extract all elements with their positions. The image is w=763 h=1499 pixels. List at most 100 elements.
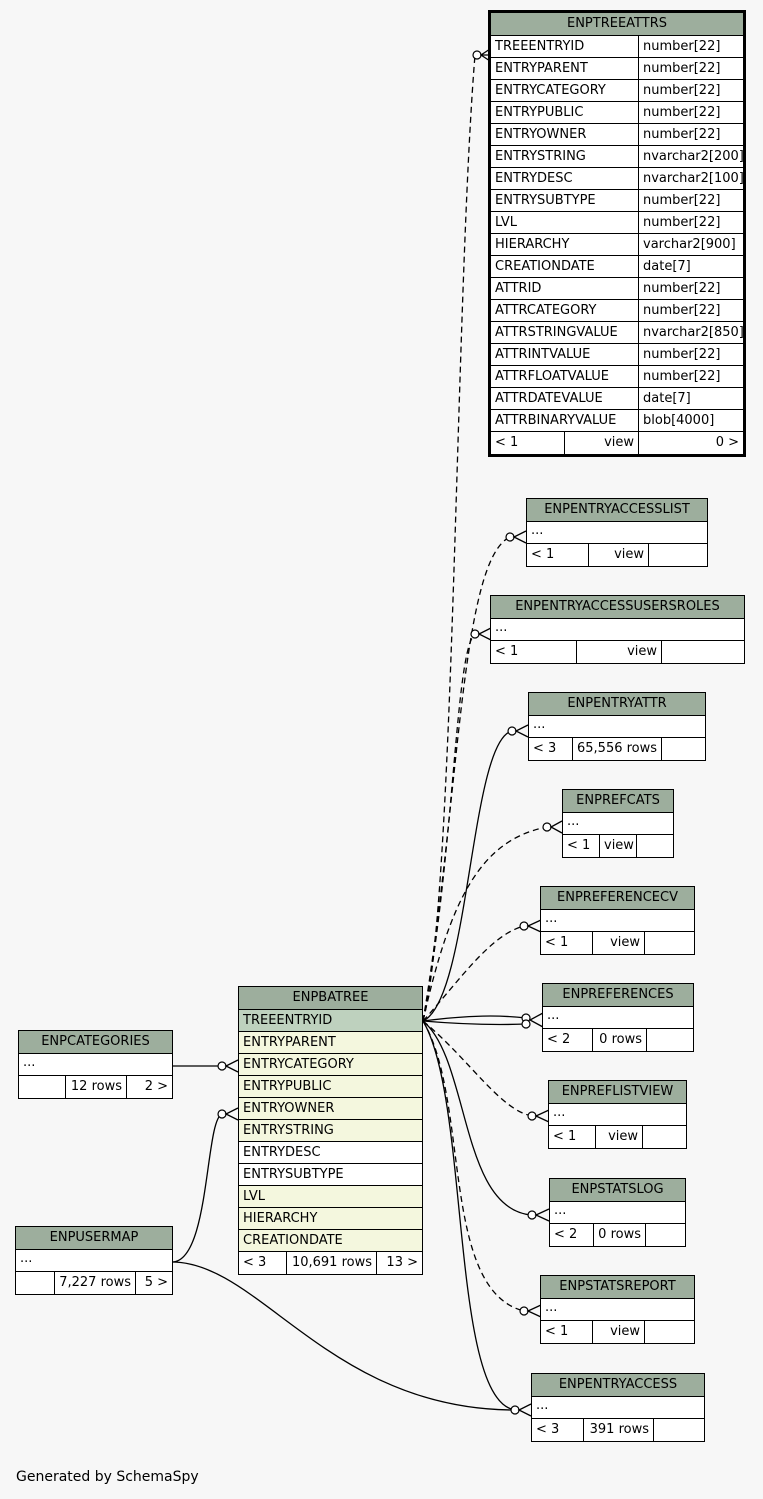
column-row: ENTRYCATEGORY	[239, 1054, 422, 1076]
table-footer: < 1 view	[563, 835, 673, 857]
parents-count[interactable]: < 1	[541, 1321, 593, 1343]
table-enpentryaccess[interactable]: ENPENTRYACCESS ... < 3 391 rows	[531, 1373, 705, 1442]
table-footer: < 1 view	[549, 1126, 686, 1148]
row-count: 0 rows	[593, 1029, 647, 1051]
table-enpcategories[interactable]: ENPCATEGORIES ... 12 rows 2 >	[18, 1030, 173, 1099]
column-type: blob[4000]	[643, 413, 715, 428]
children-count[interactable]: 2 >	[144, 1079, 168, 1094]
table-enpentryaccesslist[interactable]: ENPENTRYACCESSLIST ... < 1 view	[526, 498, 708, 567]
parents-count[interactable]: < 2	[543, 1029, 593, 1051]
parents-count[interactable]: < 2	[550, 1224, 594, 1246]
relation-enpreferences-1	[422, 1015, 527, 1022]
parents-count[interactable]: < 1	[527, 544, 589, 566]
table-title[interactable]: ENPENTRYACCESS	[532, 1374, 704, 1397]
table-title[interactable]: ENPREFCATS	[563, 790, 673, 813]
children-count[interactable]: 0 >	[715, 435, 739, 450]
table-enpusermap[interactable]: ENPUSERMAP ... 7,227 rows 5 >	[15, 1226, 173, 1295]
column-type: date[7]	[643, 391, 691, 406]
row-count: 65,556 rows	[573, 738, 662, 760]
table-enpreferencecv[interactable]: ENPREFERENCECV ... < 1 view	[540, 886, 695, 955]
table-title[interactable]: ENPENTRYATTR	[529, 693, 705, 716]
column-name: ENTRYSTRING	[243, 1123, 334, 1138]
generated-by-credit: Generated by SchemaSpy	[16, 1469, 199, 1485]
columns-collapsed: ...	[541, 1299, 694, 1321]
children-count[interactable]: 5 >	[144, 1275, 168, 1290]
relation-enpreferencecv	[422, 925, 525, 1022]
children-count	[649, 544, 707, 566]
column-name: ENTRYPARENT	[243, 1035, 336, 1050]
children-count[interactable]: 13 >	[386, 1255, 418, 1270]
children-count	[646, 1224, 685, 1246]
table-enpstatsreport[interactable]: ENPSTATSREPORT ... < 1 view	[540, 1275, 695, 1344]
columns-collapsed: ...	[19, 1054, 172, 1076]
parents-count[interactable]: < 1	[491, 641, 577, 663]
column-type: number[22]	[643, 39, 721, 54]
relation-enptreeattrs	[422, 54, 476, 1022]
column-name: ENTRYDESC	[243, 1145, 321, 1160]
parents-count[interactable]: < 1	[541, 932, 593, 954]
column-name: LVL	[243, 1189, 265, 1204]
table-title[interactable]: ENPTREEATTRS	[491, 13, 743, 36]
parents-count[interactable]: < 1	[491, 432, 565, 454]
row-count: view	[577, 641, 662, 663]
table-title[interactable]: ENPREFLISTVIEW	[549, 1081, 686, 1104]
column-type: number[22]	[643, 369, 721, 384]
column-name: ATTRID	[491, 278, 639, 299]
table-title[interactable]: ENPENTRYACCESSLIST	[527, 499, 707, 522]
table-title[interactable]: ENPSTATSLOG	[550, 1179, 685, 1202]
column-name: LVL	[491, 212, 639, 233]
column-type: number[22]	[643, 105, 721, 120]
table-enpbatree[interactable]: ENPBATREE TREEENTRYID ENTRYPARENT ENTRYCAT…	[238, 986, 423, 1275]
table-title[interactable]: ENPREFERENCECV	[541, 887, 694, 910]
column-type: number[22]	[643, 127, 721, 142]
column-name: CREATIONDATE	[243, 1233, 343, 1248]
table-title[interactable]: ENPUSERMAP	[16, 1227, 172, 1250]
table-enpentryattr[interactable]: ENPENTRYATTR ... < 3 65,556 rows	[528, 692, 706, 761]
table-title[interactable]: ENPSTATSREPORT	[541, 1276, 694, 1299]
parents-count[interactable]: < 1	[549, 1126, 596, 1148]
table-title[interactable]: ENPENTRYACCESSUSERSROLES	[491, 596, 744, 619]
table-footer: < 3 10,691 rows 13 >	[239, 1252, 422, 1274]
columns-collapsed: ...	[527, 522, 707, 544]
column-name: ATTRBINARYVALUE	[491, 410, 639, 431]
parents-count[interactable]: < 3	[239, 1252, 287, 1274]
parents-count[interactable]: < 1	[563, 835, 600, 857]
table-enpreferences[interactable]: ENPREFERENCES ... < 2 0 rows	[542, 983, 694, 1052]
row-count: view	[593, 1321, 645, 1343]
columns-collapsed: ...	[491, 619, 744, 641]
children-count	[662, 641, 744, 663]
parents-count[interactable]: < 3	[529, 738, 573, 760]
table-footer: < 2 0 rows	[543, 1029, 693, 1051]
column-type: number[22]	[643, 281, 721, 296]
table-footer: < 1 view	[527, 544, 707, 566]
table-enpentryaccessusersroles[interactable]: ENPENTRYACCESSUSERSROLES ... < 1 view	[490, 595, 745, 664]
children-count	[654, 1419, 704, 1441]
row-count: view	[596, 1126, 643, 1148]
table-footer: < 1 view	[541, 1321, 694, 1343]
table-title[interactable]: ENPREFERENCES	[543, 984, 693, 1007]
parents-count[interactable]: < 3	[532, 1419, 584, 1441]
table-footer: < 3 65,556 rows	[529, 738, 705, 760]
column-name: ENTRYOWNER	[243, 1101, 335, 1116]
columns-collapsed: ...	[16, 1250, 172, 1272]
table-enprefcats[interactable]: ENPREFCATS ... < 1 view	[562, 789, 674, 858]
table-enpstatslog[interactable]: ENPSTATSLOG ... < 2 0 rows	[549, 1178, 686, 1247]
table-title[interactable]: ENPCATEGORIES	[19, 1031, 172, 1054]
column-type: number[22]	[643, 61, 721, 76]
column-type: number[22]	[643, 193, 721, 208]
column-row: CREATIONDATE	[239, 1230, 422, 1252]
column-name: TREEENTRYID	[491, 36, 639, 57]
table-enpreflistview[interactable]: ENPREFLISTVIEW ... < 1 view	[548, 1080, 687, 1149]
table-title[interactable]: ENPBATREE	[239, 987, 422, 1010]
column-name: TREEENTRYID	[243, 1013, 333, 1028]
column-name: ENTRYSTRING	[491, 146, 639, 167]
column-name: ENTRYPUBLIC	[243, 1079, 332, 1094]
